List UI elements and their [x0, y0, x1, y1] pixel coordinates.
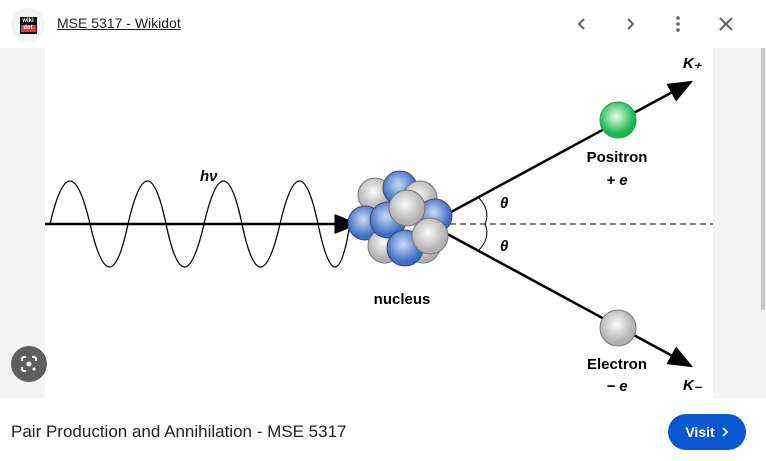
electron-path — [439, 228, 694, 368]
more-options-button[interactable] — [664, 10, 692, 38]
pair-production-diagram: hν θ θ nucleus Positron + e Electron − e… — [45, 48, 713, 398]
k-plus-label: K₊ — [683, 55, 703, 72]
google-lens-button[interactable] — [11, 346, 47, 382]
nucleus — [347, 170, 453, 267]
positron — [599, 101, 637, 139]
scrollbar[interactable] — [761, 48, 765, 310]
positron-path — [439, 80, 694, 220]
chevron-right-icon — [627, 18, 635, 30]
electron-charge: − e — [606, 378, 627, 395]
result-title[interactable]: Pair Production and Annihilation - MSE 5… — [11, 422, 347, 441]
chevron-left-icon — [577, 18, 585, 30]
image-preview[interactable]: hν θ θ nucleus Positron + e Electron − e… — [0, 48, 766, 398]
angle-arc-top — [477, 196, 488, 225]
photon-label: hν — [200, 168, 218, 185]
chevron-right-icon — [722, 427, 728, 437]
theta-top: θ — [500, 195, 509, 212]
visit-button[interactable]: Visit — [668, 414, 746, 450]
k-minus-label: K₋ — [683, 377, 703, 394]
angle-arc-bottom — [477, 223, 488, 252]
close-button[interactable] — [712, 10, 740, 38]
visit-label: Visit — [685, 424, 715, 440]
next-button[interactable] — [616, 10, 644, 38]
photon-wave — [49, 180, 351, 268]
favicon-text-bottom: dot — [20, 24, 36, 32]
site-link[interactable]: MSE 5317 - Wikidot — [57, 15, 181, 31]
lens-icon — [21, 356, 37, 372]
positron-label: Positron — [587, 149, 648, 166]
previous-button[interactable] — [568, 10, 596, 38]
theta-bottom: θ — [500, 238, 509, 255]
positron-charge: + e — [606, 172, 627, 189]
favicon-text-top: wiki — [22, 17, 34, 24]
nucleus-label: nucleus — [374, 291, 431, 308]
electron-label: Electron — [587, 356, 647, 373]
more-vert-icon — [676, 16, 680, 32]
close-icon — [719, 17, 733, 31]
electron — [599, 309, 637, 347]
